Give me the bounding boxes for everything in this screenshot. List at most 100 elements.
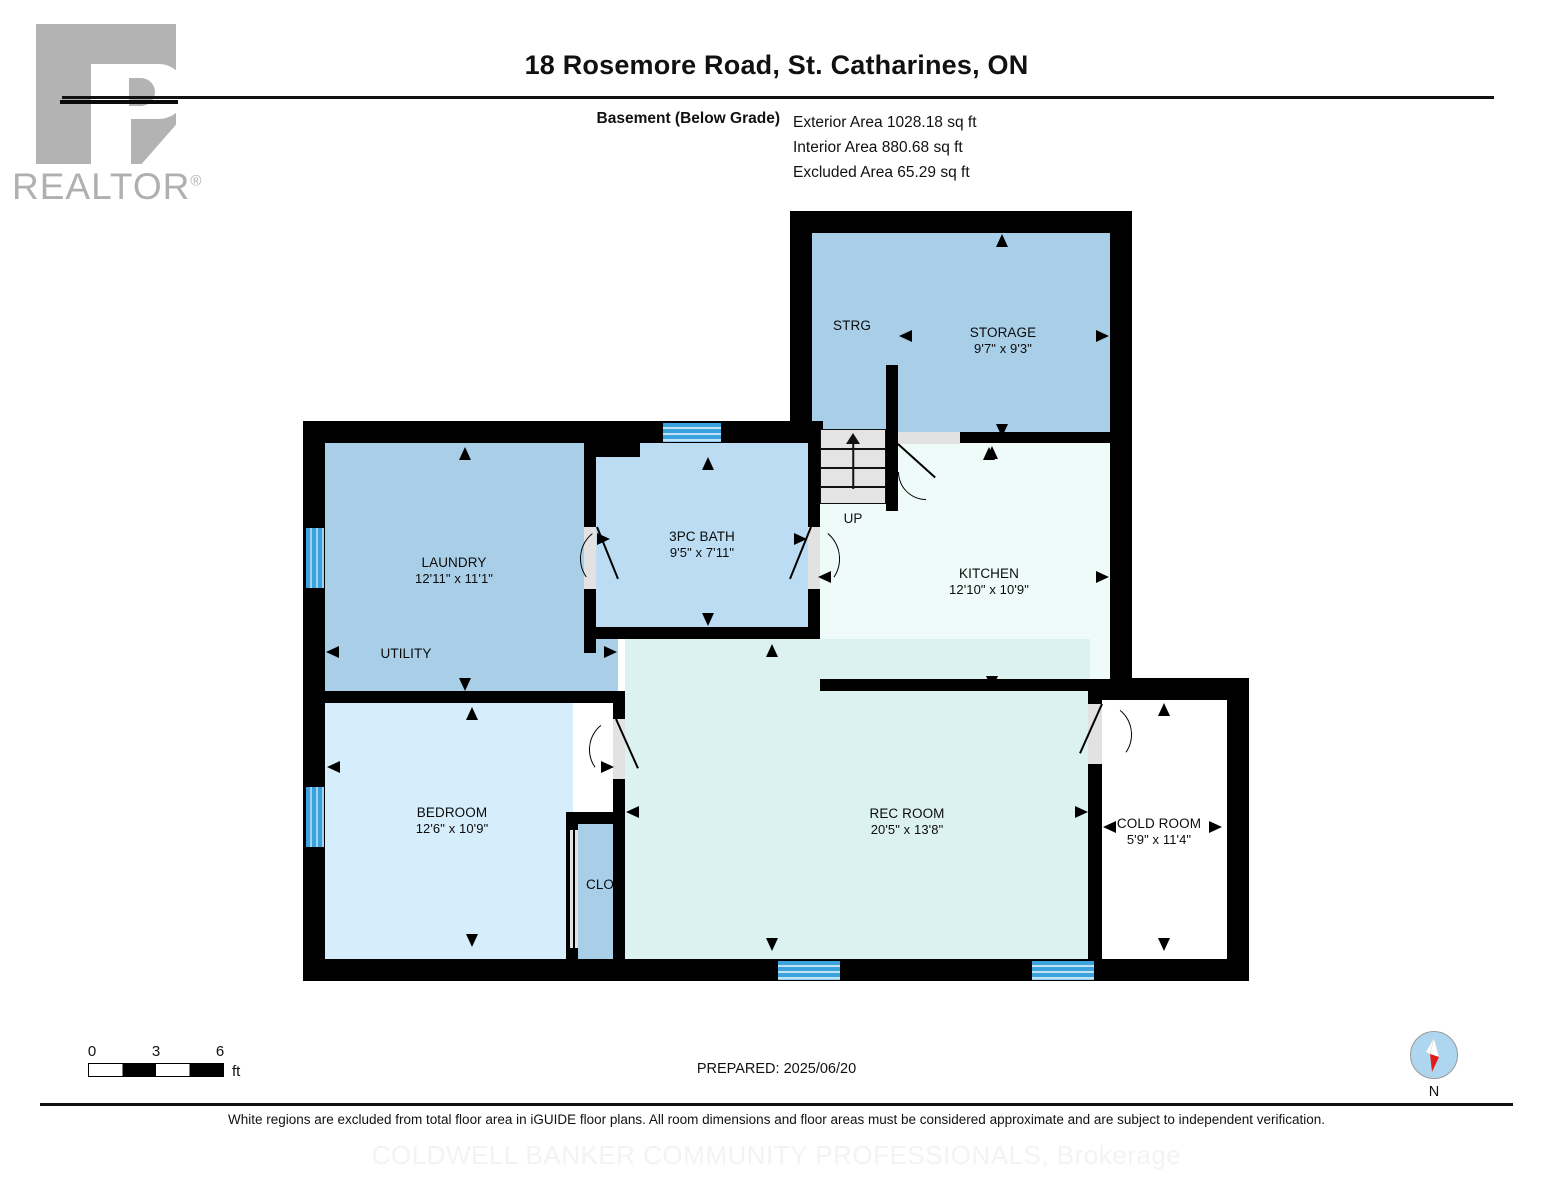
room-dim-recroom: 20'5" x 13'8" <box>870 821 944 837</box>
realtor-wordmark: REALTOR® <box>12 166 202 208</box>
room-label-recroom: REC ROOM 20'5" x 13'8" <box>869 806 944 837</box>
room-label-laundry: LAUNDRY 12'11" x 11'1" <box>415 555 493 586</box>
dim-arrow-storage-up <box>996 234 1008 247</box>
stairs-up <box>820 429 886 504</box>
door-slot-laundry-bath <box>584 527 596 589</box>
window-laundry-left <box>306 528 324 588</box>
room-label-closet: CLO <box>586 877 614 893</box>
dim-arrow-kitchen-door-up <box>983 447 995 460</box>
exterior-area: Exterior Area 1028.18 sq ft <box>793 114 977 131</box>
room-name-strg: STRG <box>833 318 871 333</box>
prepared-date: PREPARED: 2025/06/20 <box>696 1061 857 1077</box>
dim-arrow-laundry-left <box>326 646 339 658</box>
room-label-coldroom: COLD ROOM 5'9" x 11'4" <box>1117 816 1201 847</box>
room-dim-storage: 9'7" x 9'3" <box>974 340 1032 356</box>
room-coldroom <box>1102 700 1227 959</box>
floor-meta: Basement (Below Grade) Exterior Area 102… <box>0 110 1553 190</box>
dim-arrow-laundry-up <box>459 447 471 460</box>
disclaimer-text: White regions are excluded from total fl… <box>227 1112 1326 1127</box>
stairs-up-arrow-icon <box>846 433 860 444</box>
room-label-strg: STRG <box>833 318 871 334</box>
window-recroom-bottom-right <box>1032 961 1094 980</box>
window-bedroom-left <box>306 787 324 847</box>
room-name-recroom: REC ROOM <box>869 806 945 821</box>
dim-arrow-bath-doorleft <box>597 533 610 545</box>
room-name-coldroom: COLD ROOM <box>1116 816 1202 831</box>
room-dim-kitchen: 12'10" x 10'9" <box>949 581 1029 597</box>
dim-arrow-bedroom-right <box>601 761 614 773</box>
dim-arrow-laundry-right <box>604 646 617 658</box>
room-laundry <box>325 443 618 691</box>
room-recroom <box>625 639 1090 959</box>
realtor-r-stem <box>91 64 131 164</box>
dim-arrow-storage-down <box>996 424 1008 437</box>
brokerage-watermark: COLDWELL BANKER COMMUNITY PROFESSIONALS,… <box>371 1140 1182 1170</box>
room-name-closet: CLO <box>585 877 615 892</box>
logo-rule-overlap <box>60 100 178 104</box>
wall-stairs-right <box>886 421 898 511</box>
compass-icon <box>1410 1031 1458 1079</box>
room-bath-notch <box>640 443 808 457</box>
room-name-laundry: LAUNDRY <box>421 555 487 570</box>
room-name-bath: 3PC BATH <box>669 529 735 544</box>
room-storage <box>812 233 1110 443</box>
realtor-logo: REALTOR® <box>8 8 208 208</box>
interior-area: Interior Area 880.68 sq ft <box>793 139 963 156</box>
registered-icon: ® <box>190 172 203 190</box>
wall-main-bottom <box>303 959 1249 981</box>
dim-arrow-rec-down <box>766 938 778 951</box>
room-label-storage: STORAGE 9'7" x 9'3" <box>970 325 1036 356</box>
room-label-bedroom: BEDROOM 12'6" x 10'9" <box>416 805 489 836</box>
room-name-bedroom: BEDROOM <box>416 805 488 820</box>
door-slot-rec-coldroom <box>1088 704 1102 764</box>
scale-tick-3: 3 <box>151 1043 161 1060</box>
dim-arrow-bedroom-down <box>466 934 478 947</box>
dim-arrow-rec-up <box>766 644 778 657</box>
dim-arrow-storage-right <box>1096 330 1109 342</box>
compass-needle <box>1425 1037 1440 1072</box>
dim-arrow-bath-doorright <box>794 533 807 545</box>
scale-tick-0: 0 <box>87 1043 97 1060</box>
room-name-storage: STORAGE <box>969 325 1037 340</box>
realtor-wordmark-text: REALTOR <box>12 166 191 207</box>
wall-storage-right <box>1110 211 1132 443</box>
room-bath <box>596 455 808 627</box>
dim-arrow-rec-right <box>1075 806 1088 818</box>
room-name-kitchen: KITCHEN <box>959 566 1019 581</box>
room-dim-bedroom: 12'6" x 10'9" <box>415 820 489 836</box>
scale-unit-label: ft <box>232 1063 241 1080</box>
header-divider <box>62 96 1494 99</box>
scale-bar <box>88 1063 224 1077</box>
wall-laundry-bottom <box>325 691 625 703</box>
dim-arrow-storage-left <box>899 330 912 342</box>
door-slot-bath-kitchen <box>808 527 820 589</box>
wall-main-left <box>303 421 325 981</box>
compass-ring <box>1410 1031 1458 1079</box>
dim-arrow-rec-left <box>626 806 639 818</box>
door-slot-storage-kitchen <box>898 432 960 444</box>
wall-closet-top <box>566 812 623 824</box>
dim-arrow-kitchen-right <box>1096 571 1109 583</box>
room-label-kitchen: KITCHEN 12'10" x 10'9" <box>949 566 1029 597</box>
wall-stairs-left <box>808 421 820 521</box>
dim-arrow-bedroom-up <box>466 707 478 720</box>
compass-north-label: N <box>1428 1084 1440 1100</box>
room-label-utility: UTILITY <box>381 646 432 662</box>
room-dim-laundry: 12'11" x 11'1" <box>415 570 493 586</box>
room-dim-coldroom: 5'9" x 11'4" <box>1126 831 1192 847</box>
dim-arrow-laundry-down <box>459 678 471 691</box>
dim-arrow-kitchen-down <box>986 676 998 689</box>
door-leaf-closet <box>573 830 575 948</box>
window-bath-top <box>663 423 721 442</box>
realtor-r-leg <box>139 119 181 167</box>
room-label-bath: 3PC BATH 9'5" x 7'11" <box>669 529 735 560</box>
wall-coldroom-right <box>1227 678 1249 981</box>
dim-arrow-cold-up <box>1158 703 1170 716</box>
floor-label: Basement (Below Grade) <box>596 110 780 127</box>
wall-coldroom-top <box>1088 678 1249 700</box>
dim-arrow-cold-left <box>1103 821 1116 833</box>
dim-arrow-bath-up <box>702 457 714 470</box>
dim-arrow-kitchen-left <box>818 571 831 583</box>
room-bedroom <box>325 703 573 959</box>
